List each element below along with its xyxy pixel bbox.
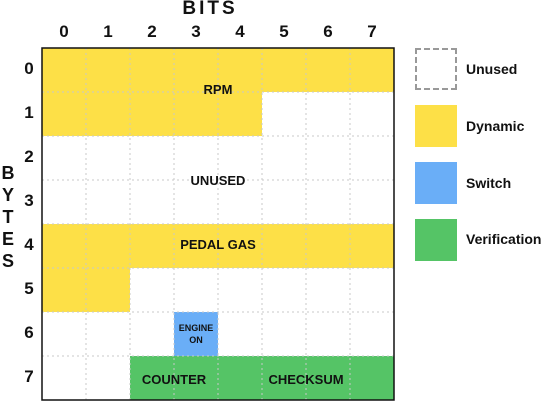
bytes-letter-s: S	[1, 251, 14, 271]
legend-swatch-switch	[415, 162, 457, 204]
col-label-4: 4	[235, 22, 245, 41]
legend-label-verification: Verification	[466, 231, 542, 247]
bits-title: BITS	[182, 0, 238, 19]
row-label-0: 0	[24, 59, 34, 78]
label-rpm: RPM	[203, 82, 233, 97]
row-label-3: 3	[24, 191, 34, 210]
label-pedal-gas: PEDAL GAS	[180, 237, 256, 252]
col-label-5: 5	[279, 22, 289, 41]
grid-border	[41, 47, 395, 401]
legend-label-dynamic: Dynamic	[466, 118, 525, 134]
label-unused: UNUSED	[190, 173, 246, 188]
row-label-2: 2	[24, 147, 34, 166]
region-engine-on	[174, 312, 218, 356]
label-counter: COUNTER	[141, 372, 207, 387]
bytes-letter-y: Y	[1, 185, 14, 205]
bytes-letter-t: T	[2, 207, 14, 227]
col-label-3: 3	[191, 22, 201, 41]
legend-label-unused: Unused	[466, 61, 518, 77]
bytes-letter-b: B	[1, 163, 15, 183]
row-label-7: 7	[24, 367, 34, 386]
row-label-5: 5	[24, 279, 34, 298]
row-label-6: 6	[24, 323, 34, 342]
bytes-letter-e: E	[1, 229, 14, 249]
legend-swatch-dynamic	[415, 105, 457, 147]
col-label-0: 0	[59, 22, 69, 41]
col-label-2: 2	[147, 22, 157, 41]
label-checksum: CHECKSUM	[268, 372, 344, 387]
grid-lines	[42, 48, 394, 400]
col-label-7: 7	[367, 22, 377, 41]
legend-swatch-verification	[415, 219, 457, 261]
label-engine-on: ENGINE ON	[174, 322, 218, 346]
col-label-1: 1	[103, 22, 113, 41]
label-engine-on-line2: ON	[189, 335, 203, 345]
row-label-1: 1	[24, 103, 34, 122]
legend-swatch-unused	[415, 48, 457, 90]
legend-label-switch: Switch	[466, 175, 512, 191]
row-label-4: 4	[24, 235, 34, 254]
label-engine-on-line1: ENGINE	[178, 323, 214, 333]
col-label-6: 6	[323, 22, 333, 41]
